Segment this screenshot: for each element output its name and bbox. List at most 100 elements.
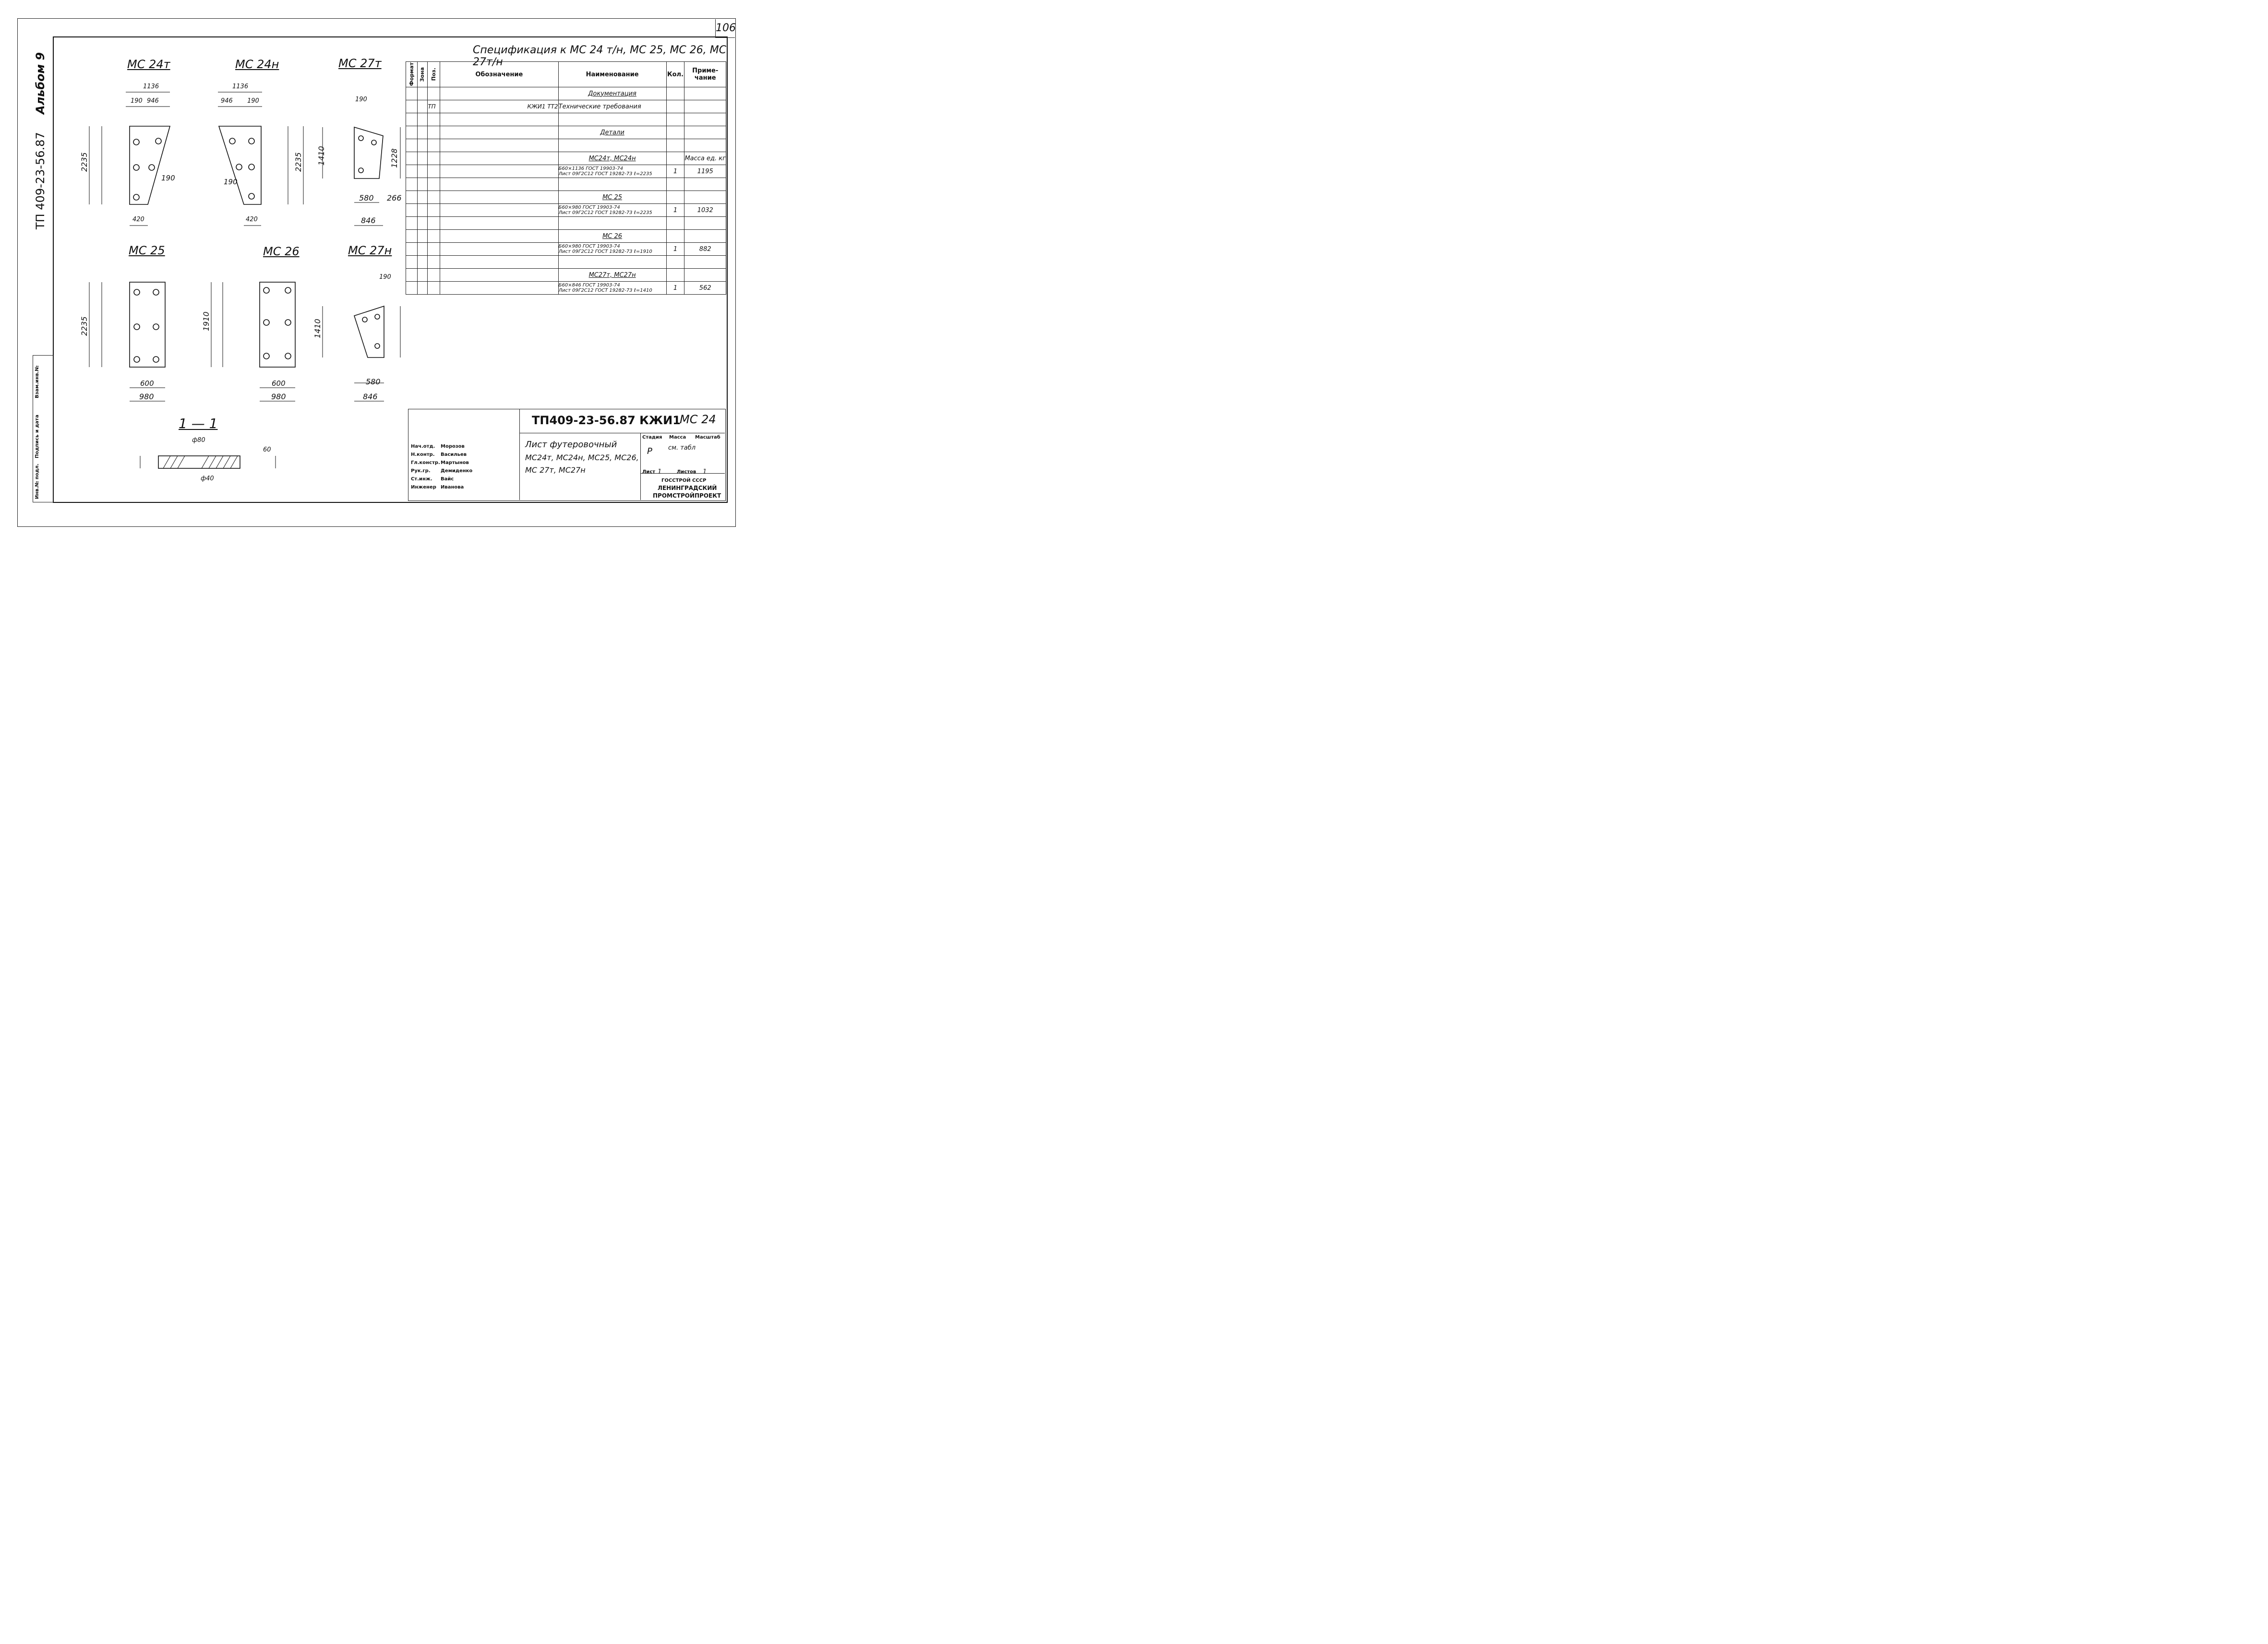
- row3-qty: 1: [666, 242, 685, 256]
- hdr-format: Формат: [408, 62, 415, 86]
- tb-code-suffix: МС 24: [680, 413, 716, 426]
- role-5: Ст.инж.: [411, 477, 432, 482]
- row2-l2: Лист 09Г2С12 ГОСТ 19282-73 ℓ=2235: [558, 210, 652, 215]
- mass-label: Масса: [669, 435, 686, 440]
- row1-mass: 1195: [684, 165, 726, 178]
- sheets-value: 1: [703, 468, 707, 476]
- dim-mc24n-3: 190: [247, 97, 259, 105]
- dim-mc27n-8: 580: [366, 377, 381, 386]
- hdr-name: Наименование: [558, 61, 667, 87]
- inner-frame: [53, 36, 728, 503]
- role-1: Нач.отд.: [411, 444, 435, 449]
- section-plate: [158, 455, 240, 469]
- row3-mass: 882: [684, 242, 726, 256]
- holes-mc26: [263, 287, 291, 359]
- row2-l1: Б60×980 ГОСТ 19903-74: [558, 205, 620, 210]
- org-l3: ПРОМСТРОЙПРОЕКТ: [653, 492, 721, 499]
- hdr-note: Приме-чание: [684, 61, 726, 87]
- holes-mc27n: [362, 314, 380, 349]
- dim-mc24t-10: 420: [132, 216, 144, 223]
- stage-label: Стадия: [642, 435, 662, 440]
- holes-mc24n: [229, 138, 255, 200]
- tb-hline2: [640, 473, 725, 474]
- title-mc26: МС 26: [263, 245, 300, 258]
- title-mc27t: МС 27т: [338, 57, 382, 70]
- scale-label: Масштаб: [695, 435, 720, 440]
- doc-pos: ТП: [427, 100, 441, 113]
- holes-mc24t: [133, 138, 162, 201]
- hdr-qty: Кол.: [666, 61, 685, 87]
- role-3: Гл.констр.: [411, 460, 440, 465]
- spec-header-row: Формат Зона Поз. Обозначение Наименовани…: [406, 61, 726, 87]
- side-stamp-box: [33, 355, 54, 502]
- dim-mc27t-5: 1228: [390, 148, 399, 168]
- row3-l2: Лист 09Г2С12 ГОСТ 19282-73 ℓ=1910: [558, 249, 652, 254]
- outer-frame: [17, 18, 736, 527]
- group-title-2: МС 25: [558, 191, 667, 204]
- title-mc24t: МС 24т: [127, 58, 170, 71]
- desc-l2: МС24т, МС24н, МС25, МС26,: [525, 453, 639, 462]
- tb-divider: [519, 409, 520, 500]
- section-details: Детали: [558, 126, 667, 139]
- section-documentation: Документация: [558, 87, 667, 100]
- plate-mc24t: [129, 126, 171, 205]
- mass-value: см. табл: [668, 444, 696, 452]
- doc-designation: КЖИ1 ТТ2: [440, 100, 559, 113]
- role-4: Рук.гр.: [411, 468, 431, 474]
- dim-mc24t-4: 2235: [80, 152, 89, 172]
- role-2: Н.контр.: [411, 452, 435, 457]
- sheets-label: Листов: [677, 469, 696, 475]
- dim-section-1: ф80: [192, 437, 205, 444]
- row2-mass: 1032: [684, 203, 726, 217]
- dim-mc27n-1: 190: [379, 274, 391, 281]
- group-title-1: МС24т, МС24н: [558, 152, 667, 165]
- name-6: Иванова: [441, 485, 464, 490]
- dim-mc26-6: 600: [272, 379, 286, 388]
- dim-mc24t-3: 946: [147, 97, 159, 105]
- spec-table: Формат Зона Поз. Обозначение Наименовани…: [406, 61, 726, 295]
- dim-mc27n-9: 846: [363, 392, 378, 401]
- row2-qty: 1: [666, 203, 685, 217]
- dim-mc27t-9: 266: [387, 193, 402, 203]
- dim-mc27t-8: 580: [359, 193, 374, 203]
- holes-mc25: [133, 289, 159, 363]
- hdr-pos: Поз.: [431, 68, 437, 81]
- sheet-number: 106: [715, 19, 736, 38]
- desc-l3: МС 27т, МС27н: [525, 465, 586, 475]
- title-section: 1 — 1: [179, 416, 218, 431]
- dim-mc24n-2: 946: [221, 97, 233, 105]
- hdr-designation: Обозначение: [440, 61, 559, 87]
- tb-code: ТП409-23-56.87 КЖИ1: [532, 414, 681, 427]
- row3-l1: Б60×980 ГОСТ 19903-74: [558, 244, 620, 249]
- org-l2: ЛЕНИНГРАДСКИЙ: [658, 485, 717, 491]
- dim-mc27t-10: 846: [361, 216, 376, 225]
- title-mc27n: МС 27н: [348, 244, 392, 257]
- stage-value: Р: [647, 446, 652, 456]
- group-title-4: МС27т, МС27н: [558, 268, 667, 282]
- name-3: Мартынов: [441, 460, 469, 465]
- role-6: Инженер: [411, 485, 436, 490]
- name-2: Васильев: [441, 452, 467, 457]
- name-5: Вайс: [441, 477, 454, 482]
- dim-mc25-1: 2235: [80, 316, 89, 336]
- dim-mc27n-4: 1410: [313, 319, 322, 338]
- dim-mc24n-10: 420: [246, 216, 258, 223]
- holes-mc27t: [358, 135, 377, 173]
- dim-mc24t-2: 190: [131, 97, 143, 105]
- dim-mc27t-1: 190: [355, 96, 367, 103]
- row4-l1: Б60×846 ГОСТ 19903-74: [558, 283, 620, 288]
- desc-l1: Лист футеровочный: [525, 440, 617, 450]
- dim-mc25-7: 600: [140, 379, 154, 388]
- plate-mc26: [259, 282, 296, 368]
- dim-mc26-2: 1910: [202, 311, 211, 331]
- dim-mc27t-4: 1410: [317, 146, 326, 166]
- plate-mc27t: [354, 126, 384, 179]
- sheet-value: 1: [658, 468, 662, 476]
- sheet-label: Лист: [642, 469, 656, 475]
- org-l1: ГОССТРОЙ СССР: [661, 478, 707, 483]
- plate-mc27n: [353, 305, 384, 358]
